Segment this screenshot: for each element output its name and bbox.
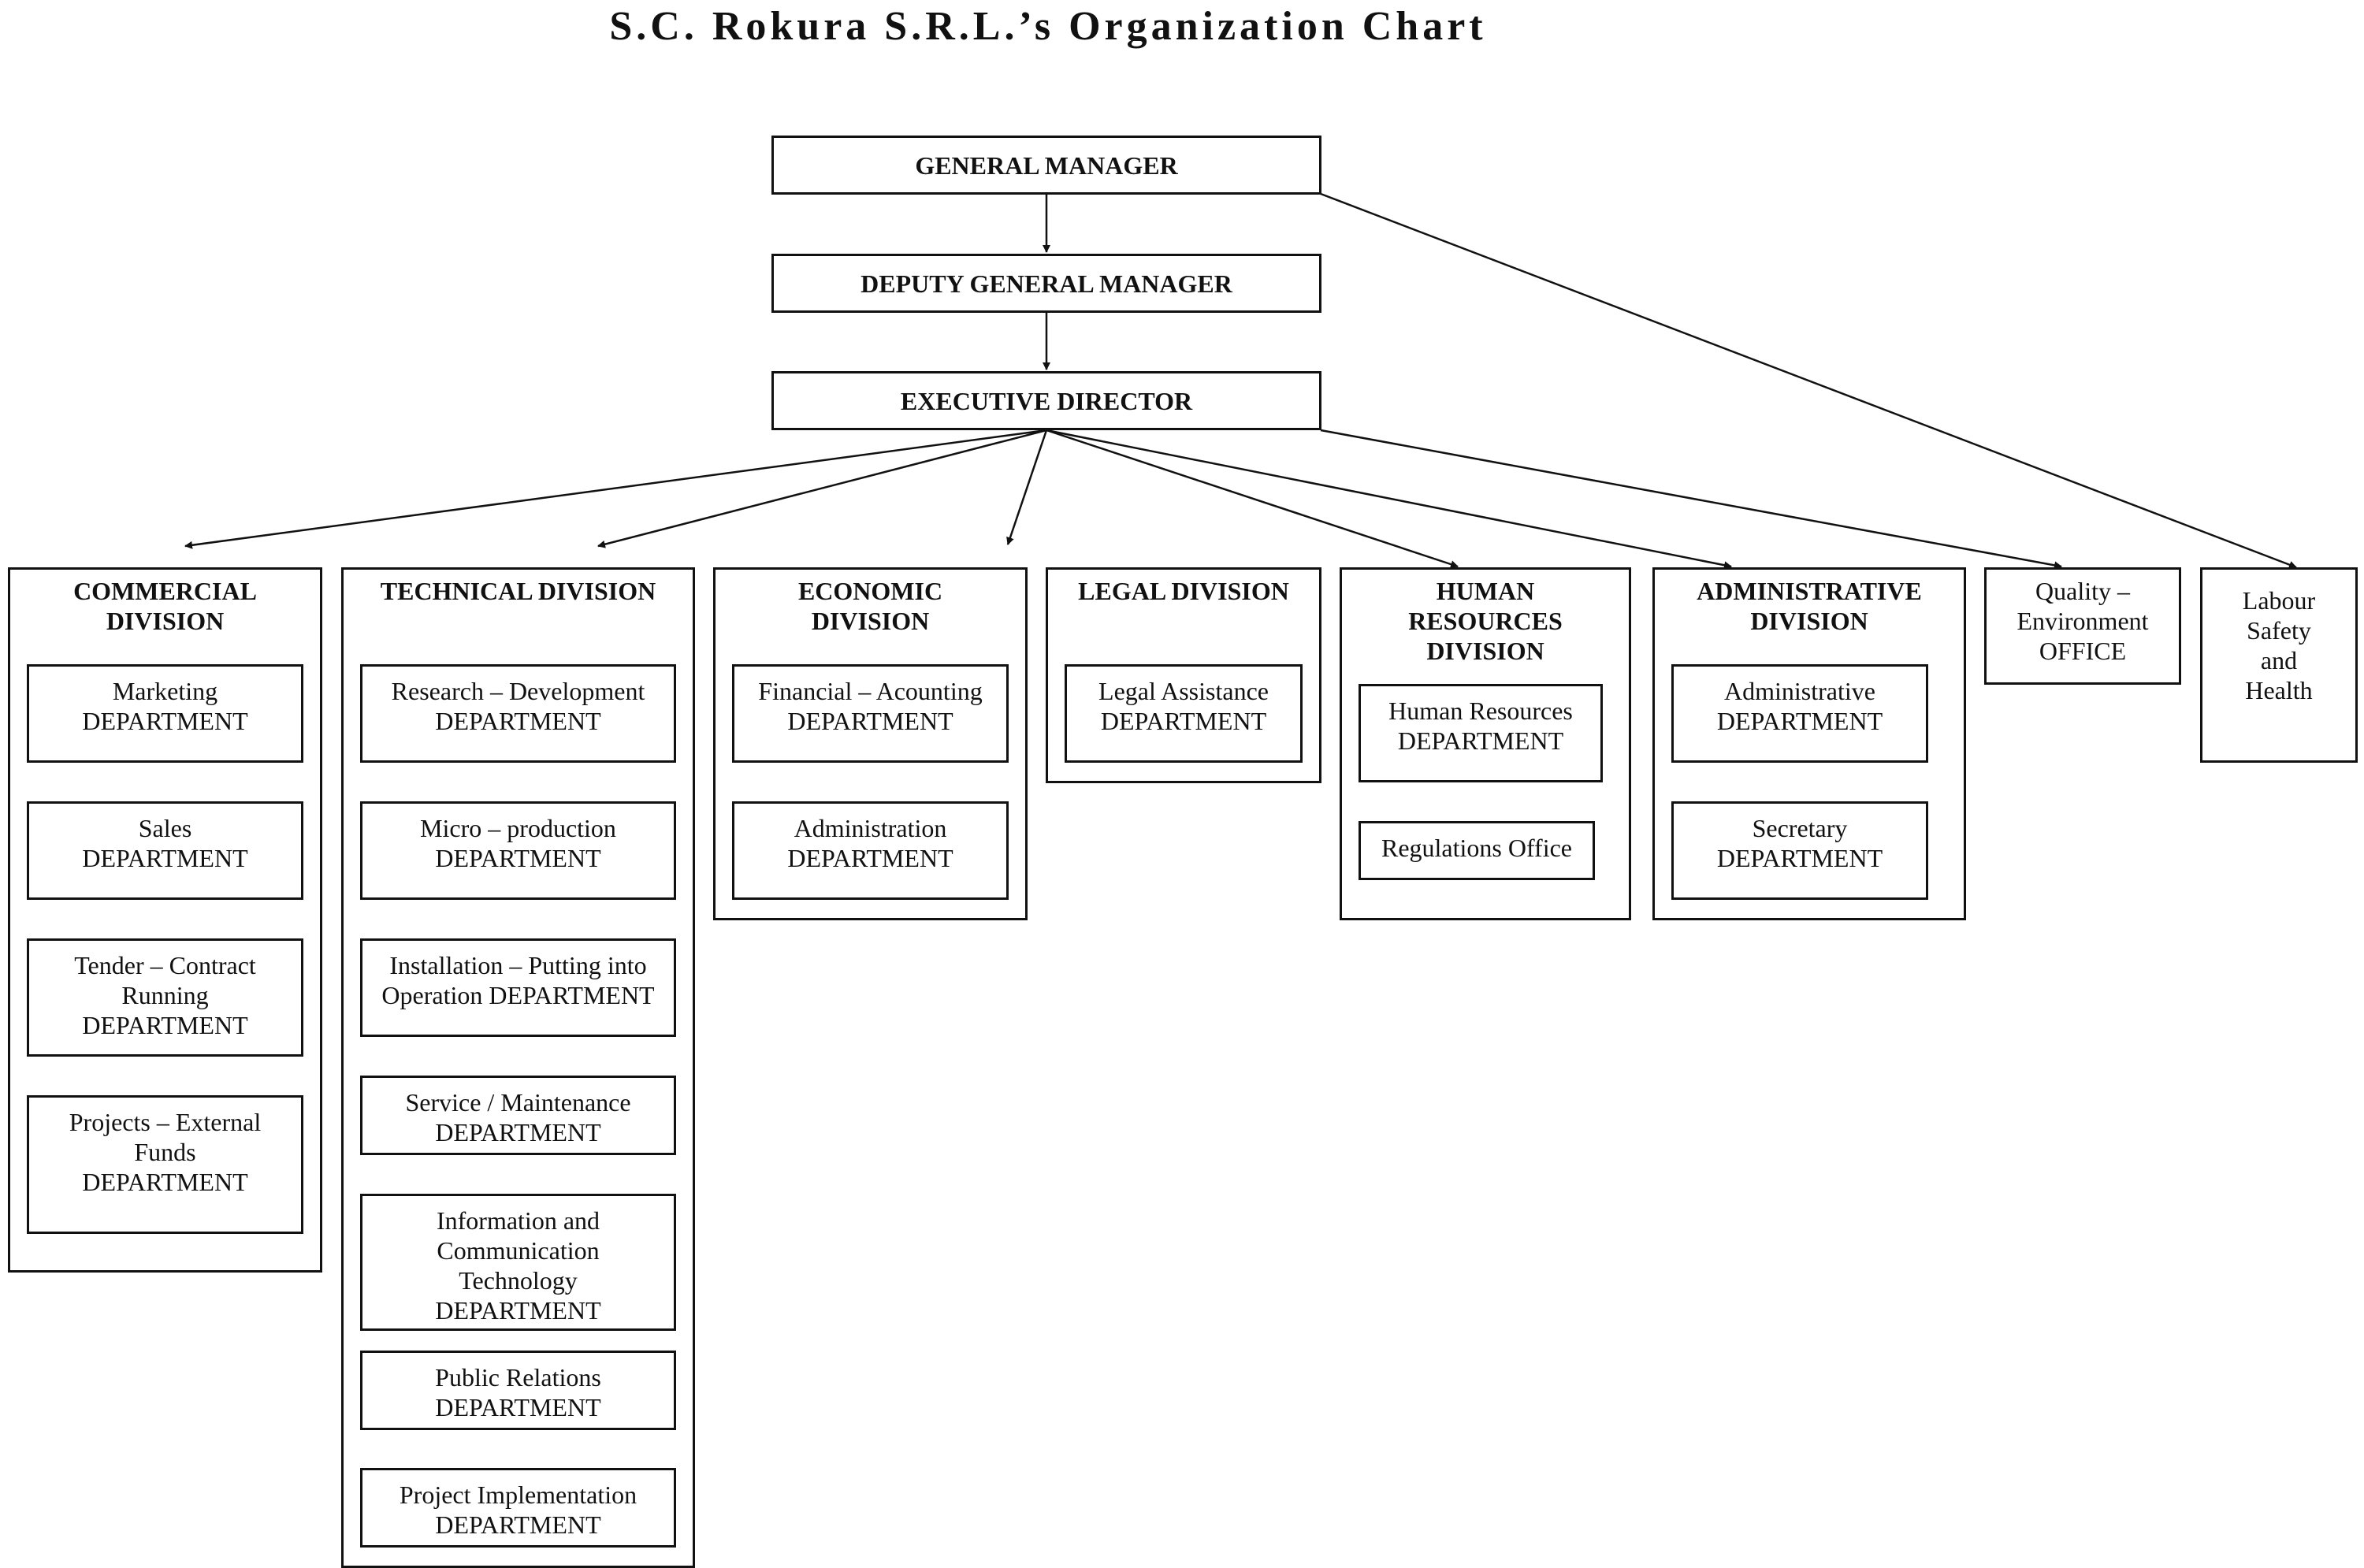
department-label: Information and Communication Technology…	[435, 1206, 601, 1325]
connector-exec-to-administrative	[1046, 429, 1732, 570]
legal-assistance-department-box: Legal Assistance DEPARTMENT	[1065, 664, 1303, 763]
general-manager-box: GENERAL MANAGER	[771, 136, 1321, 195]
department-label: Human Resources DEPARTMENT	[1388, 697, 1573, 755]
installation-operation-department-box: Installation – Putting into Operation DE…	[360, 938, 676, 1037]
human-resources-division-box: HUMAN RESOURCES DIVISION	[1340, 567, 1631, 920]
department-label: Legal Assistance DEPARTMENT	[1098, 677, 1269, 735]
regulations-office-box: Regulations Office	[1359, 821, 1595, 880]
project-implementation-department-box: Project Implementation DEPARTMENT	[360, 1468, 676, 1548]
sales-department-box: Sales DEPARTMENT	[27, 801, 303, 900]
connector-exec-to-technical	[597, 429, 1047, 548]
executive-director-label: EXECUTIVE DIRECTOR	[900, 386, 1193, 415]
labour-safety-health-label: Labour Safety and Health	[2242, 586, 2316, 704]
human-resources-division-label: HUMAN RESOURCES DIVISION	[1408, 577, 1563, 665]
marketing-department-box: Marketing DEPARTMENT	[27, 664, 303, 763]
deputy-general-manager-label: DEPUTY GENERAL MANAGER	[860, 269, 1232, 298]
projects-external-funds-department-box: Projects – External Funds DEPARTMENT	[27, 1095, 303, 1234]
human-resources-department-box: Human Resources DEPARTMENT	[1359, 684, 1603, 782]
technical-division-label: TECHNICAL DIVISION	[380, 577, 656, 605]
department-label: Regulations Office	[1381, 834, 1572, 862]
connector-exec-to-hr	[1046, 429, 1459, 568]
department-label: Secretary DEPARTMENT	[1716, 814, 1883, 872]
department-label: Micro – production DEPARTMENT	[420, 814, 616, 872]
chart-title: S.C. Rokura S.R.L.’s Organization Chart	[609, 4, 1487, 49]
quality-environment-office-label: Quality – Environment OFFICE	[2016, 577, 2149, 665]
service-maintenance-department-box: Service / Maintenance DEPARTMENT	[360, 1076, 676, 1155]
connector-exec-to-commercial	[184, 429, 1047, 549]
labour-safety-health-box: Labour Safety and Health	[2200, 567, 2358, 763]
general-manager-label: GENERAL MANAGER	[915, 150, 1178, 180]
department-label: Administration DEPARTMENT	[787, 814, 953, 872]
department-label: Marketing DEPARTMENT	[82, 677, 248, 735]
department-label: Research – Development DEPARTMENT	[391, 677, 645, 735]
department-label: Service / Maintenance DEPARTMENT	[405, 1088, 631, 1146]
administrative-division-box: ADMINISTRATIVE DIVISION	[1652, 567, 1966, 920]
connector-exec-to-economic	[1006, 429, 1048, 545]
department-label: Financial – Acounting DEPARTMENT	[758, 677, 983, 735]
technical-division-box: TECHNICAL DIVISION	[341, 567, 695, 1568]
administrative-division-label: ADMINISTRATIVE DIVISION	[1697, 577, 1922, 635]
department-label: Public Relations DEPARTMENT	[435, 1363, 601, 1421]
ict-department-box: Information and Communication Technology…	[360, 1194, 676, 1331]
economic-division-box: ECONOMIC DIVISION	[713, 567, 1028, 920]
department-label: Administrative DEPARTMENT	[1716, 677, 1883, 735]
department-label: Installation – Putting into Operation DE…	[381, 951, 655, 1009]
department-label: Project Implementation DEPARTMENT	[399, 1481, 637, 1539]
department-label: Projects – External Funds DEPARTMENT	[69, 1108, 262, 1196]
deputy-general-manager-box: DEPUTY GENERAL MANAGER	[771, 254, 1321, 313]
department-label: Tender – Contract Running DEPARTMENT	[74, 951, 256, 1039]
executive-director-box: EXECUTIVE DIRECTOR	[771, 371, 1321, 430]
commercial-division-box: COMMERCIAL DIVISION	[8, 567, 322, 1273]
quality-environment-office-box: Quality – Environment OFFICE	[1984, 567, 2181, 685]
tender-contract-running-department-box: Tender – Contract Running DEPARTMENT	[27, 938, 303, 1057]
legal-division-box: LEGAL DIVISION	[1046, 567, 1321, 783]
secretary-department-box: Secretary DEPARTMENT	[1671, 801, 1928, 900]
administration-department-box: Administration DEPARTMENT	[732, 801, 1009, 900]
connector-exec-to-quality	[1320, 429, 2062, 570]
micro-production-department-box: Micro – production DEPARTMENT	[360, 801, 676, 900]
economic-division-label: ECONOMIC DIVISION	[797, 577, 943, 635]
administrative-department-box: Administrative DEPARTMENT	[1671, 664, 1928, 763]
research-development-department-box: Research – Development DEPARTMENT	[360, 664, 676, 763]
public-relations-department-box: Public Relations DEPARTMENT	[360, 1351, 676, 1430]
commercial-division-label: COMMERCIAL DIVISION	[73, 577, 257, 635]
legal-division-label: LEGAL DIVISION	[1078, 577, 1289, 605]
department-label: Sales DEPARTMENT	[82, 814, 248, 872]
financial-accounting-department-box: Financial – Acounting DEPARTMENT	[732, 664, 1009, 763]
connector-gm-to-labour	[1320, 192, 2297, 569]
